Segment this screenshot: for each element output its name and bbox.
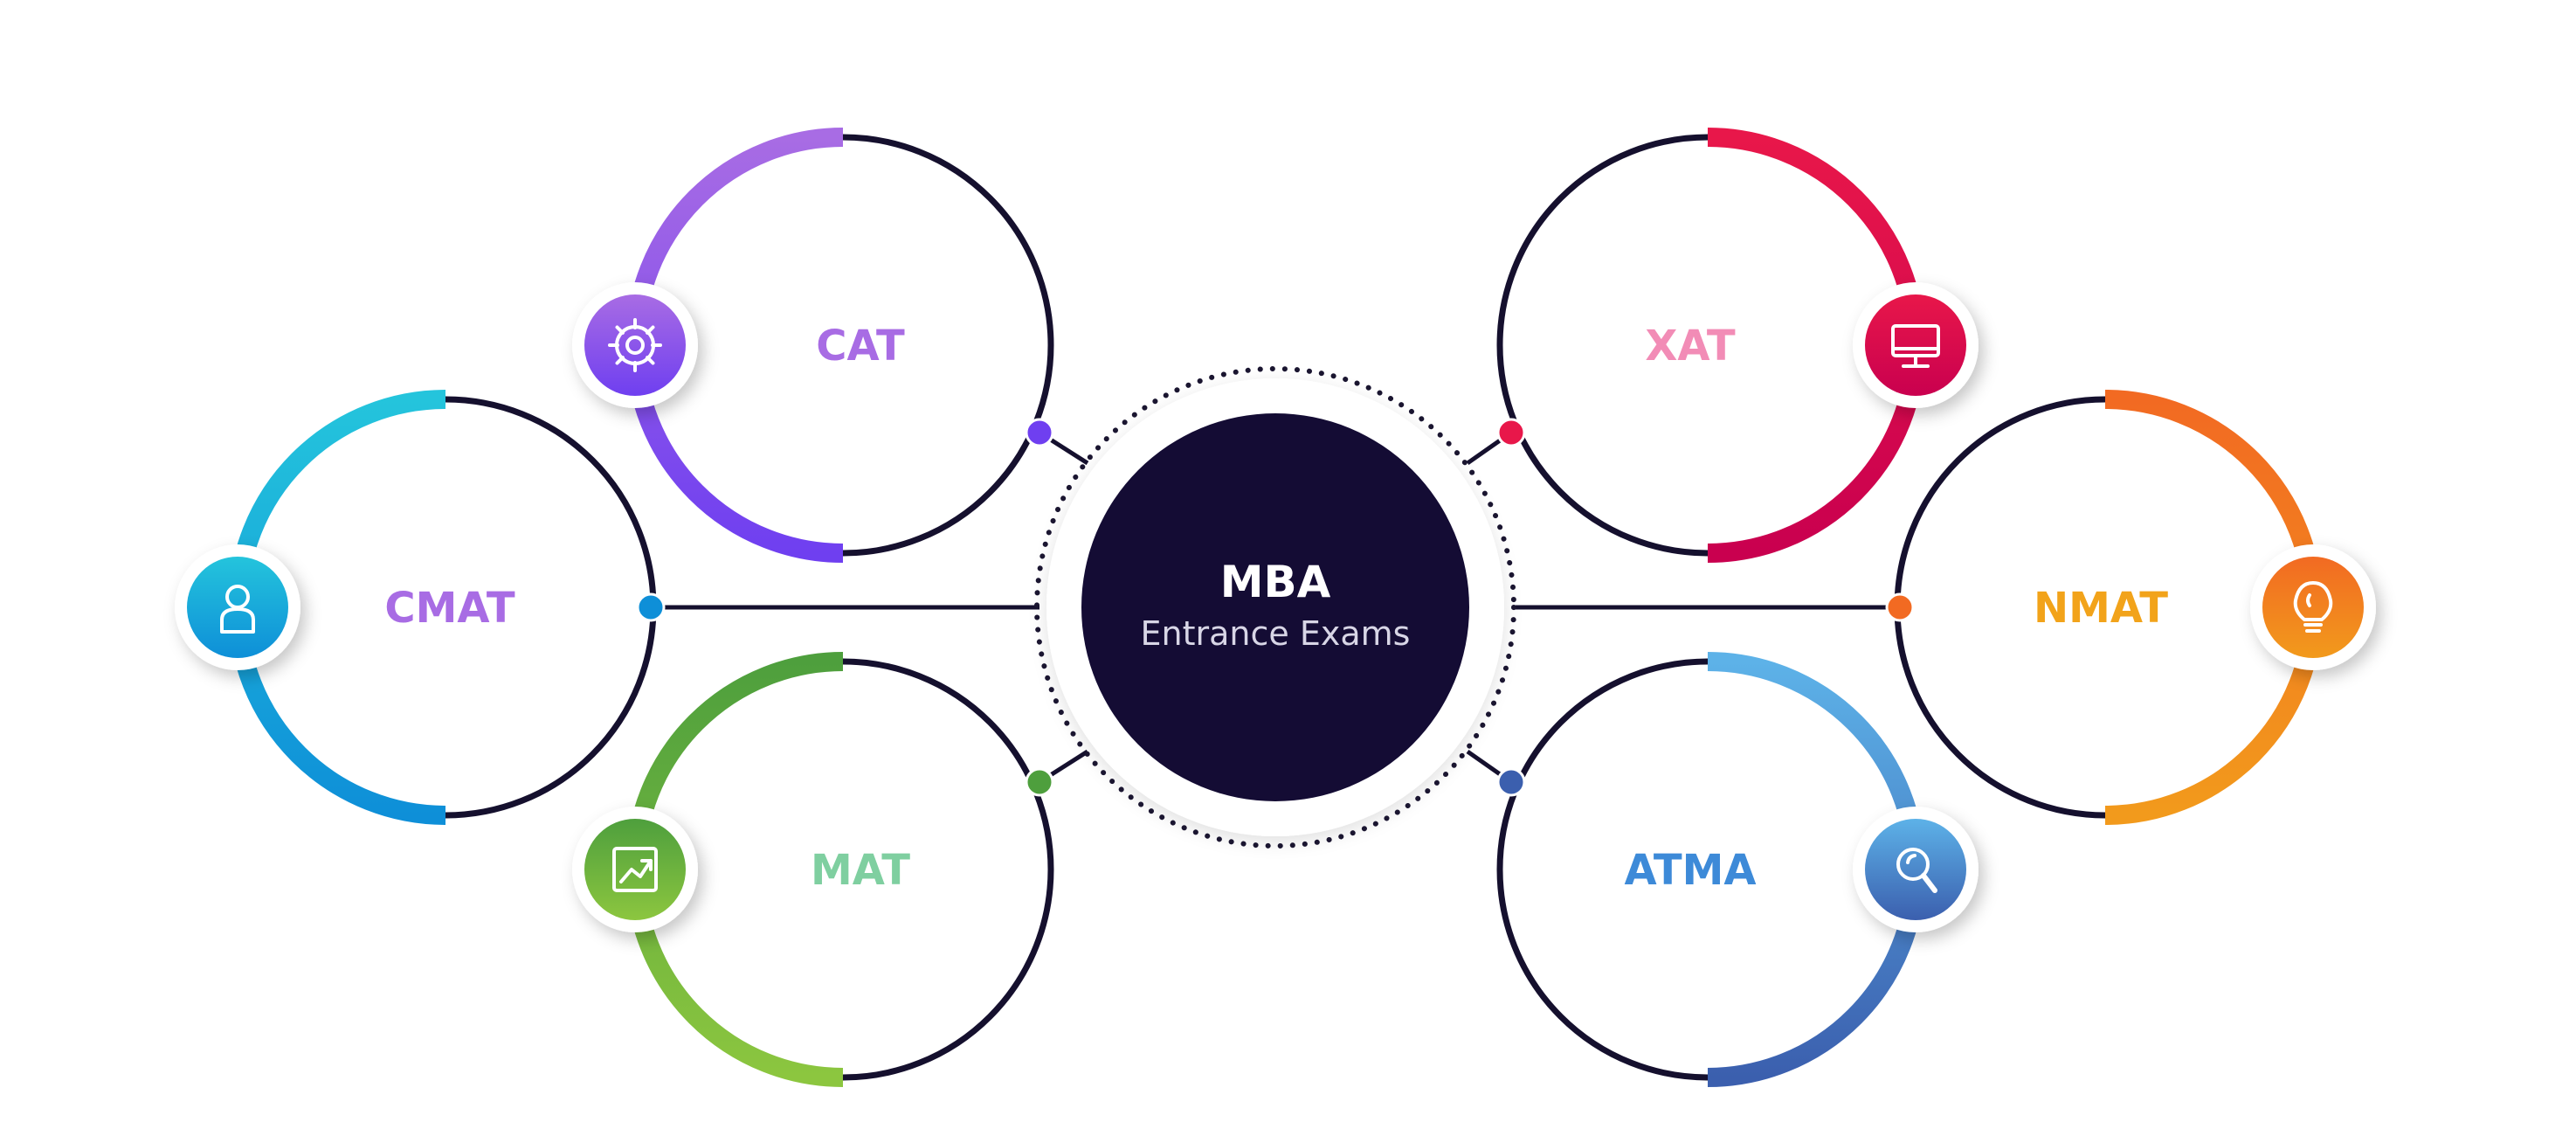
badge-fill-atma — [1865, 819, 1966, 920]
magnifier-icon — [1896, 848, 1937, 893]
connector-dot-mat — [1025, 767, 1054, 797]
badge-mat — [572, 807, 698, 932]
monitor-icon — [1891, 324, 1940, 368]
hub-dotted-ring — [1034, 366, 1516, 849]
connector-dot-nmat — [1885, 592, 1915, 622]
chart-icon — [612, 847, 658, 892]
badge-fill-mat — [584, 819, 686, 920]
badge-fill-nmat — [2262, 557, 2364, 658]
exam-label-atma: ATMA — [1624, 846, 1756, 895]
exam-label-xat: XAT — [1645, 322, 1735, 371]
badge-cat — [572, 282, 698, 408]
badge-fill-cat — [584, 294, 686, 396]
exam-label-nmat: NMAT — [2034, 584, 2168, 633]
hub-core — [1081, 413, 1469, 801]
badge-xat — [1853, 282, 1979, 408]
connector-dot-xat — [1496, 418, 1526, 447]
gear-icon — [608, 318, 662, 372]
exam-label-cat: CAT — [816, 322, 905, 371]
exam-node-xat: XAT — [1496, 128, 1979, 563]
badge-cmat — [175, 544, 300, 670]
exam-label-cmat: CMAT — [384, 584, 515, 633]
exam-node-cmat: CMAT — [175, 390, 666, 825]
exam-node-nmat: NMAT — [1885, 390, 2376, 825]
hub: MBA Entrance Exams — [1034, 366, 1516, 849]
exam-label-mat: MAT — [811, 846, 910, 895]
connector-dot-cat — [1025, 418, 1054, 447]
person-icon — [220, 585, 255, 634]
exam-node-mat: MAT — [572, 652, 1054, 1087]
lightbulb-icon — [2293, 581, 2333, 633]
badge-atma — [1853, 807, 1979, 932]
hub-subtitle: Entrance Exams — [1141, 614, 1411, 653]
badge-nmat — [2250, 544, 2376, 670]
badge-fill-xat — [1865, 294, 1966, 396]
hub-title: MBA — [1220, 557, 1331, 607]
exam-nodes: CAT CMAT MAT XAT NMAT ATMA — [175, 128, 2376, 1087]
exam-node-atma: ATMA — [1496, 652, 1979, 1087]
connector-dot-cmat — [636, 592, 666, 622]
exam-node-cat: CAT — [572, 128, 1054, 563]
connector-dot-atma — [1496, 767, 1526, 797]
